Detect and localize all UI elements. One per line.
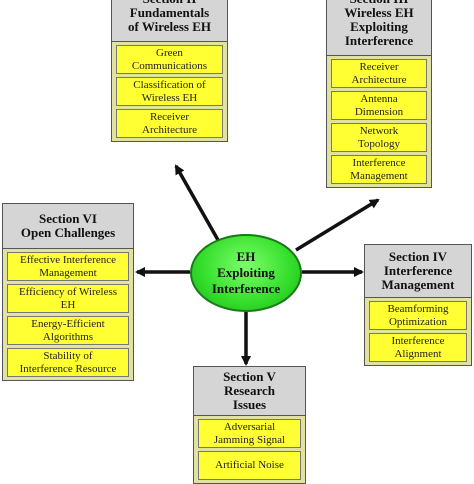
section-2-item: Classification of Wireless EH	[116, 77, 223, 106]
section-6-item: Stability of Interference Resource	[7, 348, 129, 377]
section-4-items: Beamforming Optimization Interference Al…	[364, 298, 472, 366]
section-3-box: Section III Wireless EH Exploiting Inter…	[326, 0, 432, 188]
section-5-title: Section V Research Issues	[193, 366, 306, 416]
connector-arrows	[135, 164, 380, 366]
section-5-items: Adversarial Jamming Signal Artificial No…	[193, 416, 306, 484]
section-2-items: Green Communications Classification of W…	[111, 42, 228, 142]
section-3-title: Section III Wireless EH Exploiting Inter…	[326, 0, 432, 56]
section-5-box: Section V Research Issues Adversarial Ja…	[193, 366, 306, 484]
arrow-to-section-3	[295, 198, 380, 252]
section-6-title: Section VI Open Challenges	[2, 203, 134, 249]
section-5-item: Artificial Noise	[198, 451, 301, 480]
arrow-to-section-2	[174, 164, 220, 241]
section-6-item: Energy-Efficient Algorithms	[7, 316, 129, 345]
section-6-box: Section VI Open Challenges Effective Int…	[2, 203, 134, 381]
center-node: EH Exploiting Interference	[190, 234, 302, 312]
section-2-item: Receiver Architecture	[116, 109, 223, 138]
section-5-item: Adversarial Jamming Signal	[198, 419, 301, 448]
section-3-item: Interference Management	[331, 155, 427, 184]
section-3-item: Network Topology	[331, 123, 427, 152]
section-3-items: Receiver Architecture Antenna Dimension …	[326, 56, 432, 188]
section-2-title: Section II Fundamentals of Wireless EH	[111, 0, 228, 42]
section-6-items: Effective Interference Management Effici…	[2, 249, 134, 381]
section-6-item: Effective Interference Management	[7, 252, 129, 281]
section-3-item: Receiver Architecture	[331, 59, 427, 88]
section-6-item: Efficiency of Wireless EH	[7, 284, 129, 313]
section-4-title: Section IV Interference Management	[364, 244, 472, 298]
section-3-item: Antenna Dimension	[331, 91, 427, 120]
section-4-item: Beamforming Optimization	[369, 301, 467, 330]
section-2-item: Green Communications	[116, 45, 223, 74]
section-2-box: Section II Fundamentals of Wireless EH G…	[111, 0, 228, 142]
section-4-box: Section IV Interference Management Beamf…	[364, 244, 472, 366]
section-4-item: Interference Alignment	[369, 333, 467, 362]
